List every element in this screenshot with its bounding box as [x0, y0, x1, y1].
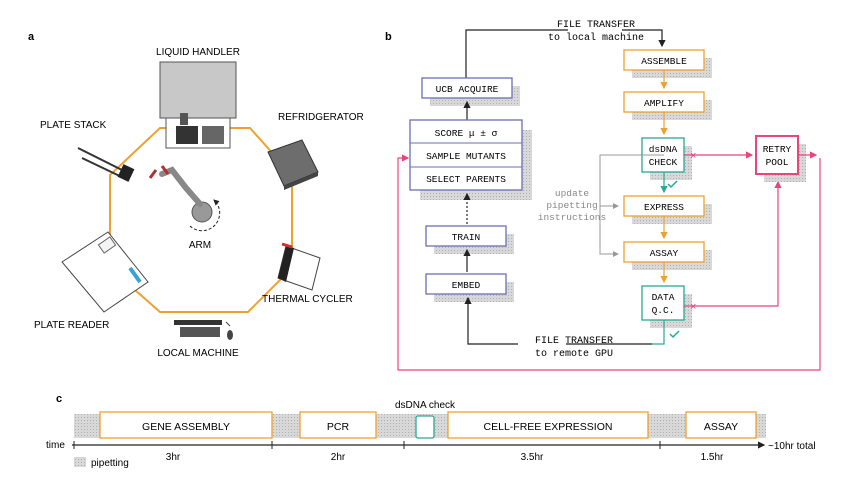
robot-arm-icon	[148, 165, 221, 232]
liquid-handler-label: LIQUID HANDLER	[156, 47, 240, 58]
train-box	[425, 225, 507, 247]
dsdna-fail-icon: ×	[690, 150, 696, 162]
data-qc-line1: DATA	[652, 292, 675, 303]
check-pass-icon	[667, 180, 678, 189]
gene-assembly-block	[99, 411, 273, 439]
transfer-local-line1: FILE TRANSFER	[557, 20, 635, 31]
transfer-local-line2: to local machine	[548, 32, 644, 44]
embed-label: EMBED	[452, 280, 481, 291]
plate-reader-label: PLATE READER	[34, 320, 109, 331]
retry-pool-line1: RETRY	[763, 144, 792, 155]
plate-stack-label: PLATE STACK	[40, 120, 107, 131]
retry-pool-line2: POOL	[766, 157, 789, 168]
local-machine-label: LOCAL MACHINE	[157, 348, 239, 359]
assay-label: ASSAY	[650, 248, 679, 259]
qc-fail-arrow	[684, 180, 782, 307]
panel-a-label: a	[28, 31, 35, 43]
thermal-cycler-label: THERMAL CYCLER	[262, 294, 353, 305]
plate-reader-icon	[61, 231, 149, 313]
duration-assembly: 3hr	[166, 452, 181, 463]
duration-expression: 3.5hr	[521, 452, 544, 463]
update-note-line3: instructions	[538, 212, 606, 223]
cell-free-expression-label: CELL-FREE EXPRESSION	[484, 421, 613, 433]
panel-c-label: c	[56, 393, 62, 405]
update-arrow-assay	[599, 154, 664, 257]
transfer-remote-line2: to remote GPU	[535, 349, 613, 360]
duration-assay: 1.5hr	[701, 452, 724, 463]
transfer-local-arrow	[465, 29, 662, 80]
qc-pass-icon	[669, 330, 680, 339]
time-axis-label: time	[46, 440, 65, 451]
assay-block-label: ASSAY	[704, 421, 738, 433]
assay-block	[685, 411, 757, 439]
robot-octagon	[109, 127, 293, 313]
retry-pool-box	[755, 135, 799, 175]
transfer-remote-arrow	[468, 298, 652, 345]
train-label: TRAIN	[452, 232, 481, 243]
ucb-acquire-box	[421, 77, 513, 99]
ml-process-box	[409, 119, 523, 191]
sample-mutants-label: SAMPLE MUTANTS	[426, 151, 506, 162]
total-time-label: ~10hr total	[768, 441, 816, 452]
gene-assembly-label: GENE ASSEMBLY	[142, 421, 230, 433]
assemble-label: ASSEMBLE	[641, 56, 687, 67]
dsdna-check-block	[415, 415, 435, 439]
amplify-label: AMPLIFY	[644, 98, 684, 109]
qc-fail-icon: ×	[690, 301, 696, 313]
plate-stack-icon	[77, 147, 135, 182]
data-qc-line2: Q.C.	[652, 305, 675, 316]
dsdna-check-timeline-label: dsDNA check	[395, 400, 456, 411]
pipetting-legend-label: pipetting	[91, 458, 129, 469]
update-note-line1: update	[555, 188, 590, 199]
pcr-block	[299, 411, 377, 439]
outer-loop-arrow	[397, 154, 821, 371]
dsdna-check-line2: CHECK	[649, 157, 678, 168]
liquid-handler-icon	[159, 61, 237, 149]
qc-pass-arrow	[652, 320, 665, 345]
arm-label: ARM	[189, 240, 211, 251]
select-parents-label: SELECT PARENTS	[426, 174, 506, 185]
score-label: SCORE μ ± σ	[435, 128, 498, 139]
transfer-remote-line1: FILE TRANSFER	[535, 336, 613, 347]
pcr-label: PCR	[327, 421, 350, 433]
duration-pcr: 2hr	[331, 452, 346, 463]
dsdna-check-line1: dsDNA	[649, 144, 678, 155]
panel-b-label: b	[385, 31, 392, 43]
refrigerator-label: REFRIDGERATOR	[278, 112, 364, 123]
ucb-acquire-label: UCB ACQUIRE	[436, 84, 499, 95]
refrigerator-icon	[267, 139, 319, 190]
data-qc-box	[641, 285, 685, 321]
thermal-cycler-icon	[277, 242, 321, 291]
local-machine-icon	[174, 320, 233, 340]
express-label: EXPRESS	[644, 202, 684, 213]
pipetting-legend-swatch	[74, 457, 86, 467]
cell-free-expression-block	[447, 411, 649, 439]
update-note-line2: pipetting	[546, 200, 597, 211]
